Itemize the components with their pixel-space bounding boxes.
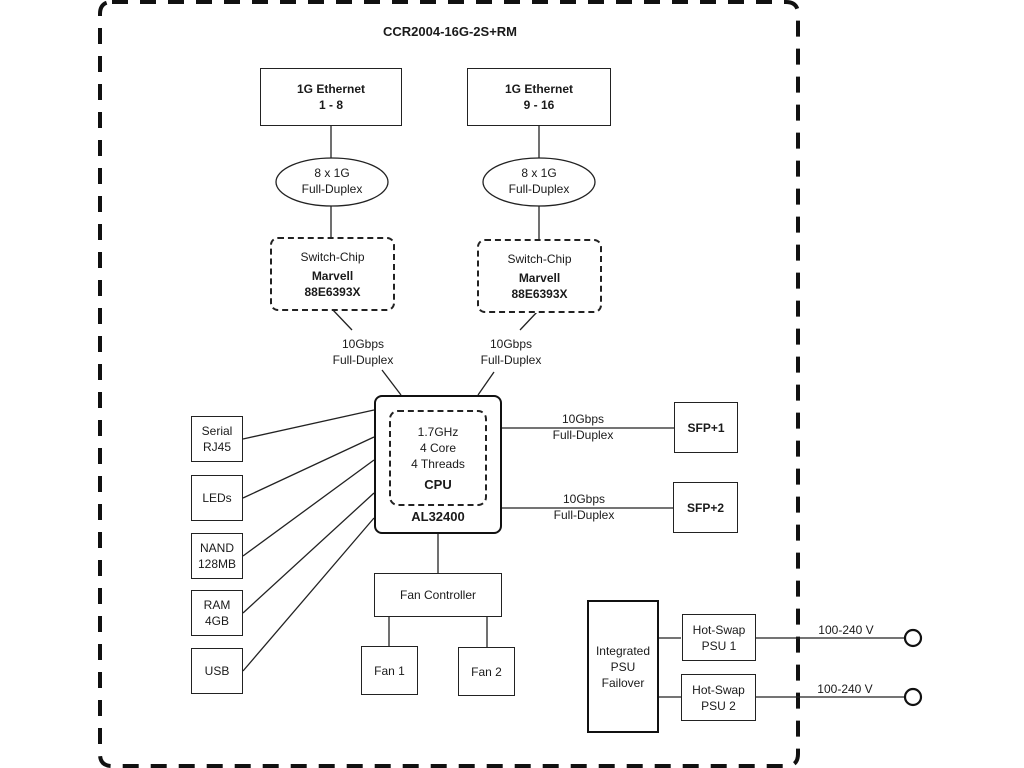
peripheral-leds: LEDs (191, 475, 243, 521)
switch-chip-1: Switch-Chip Marvell 88E6393X (270, 237, 395, 311)
ac-input-2-terminal (903, 687, 923, 707)
cpu-core-block: 1.7GHz 4 Core 4 Threads CPU (389, 410, 487, 506)
ram-cpu-link (242, 492, 375, 614)
ethernet-1-range: 1 - 8 (318, 98, 343, 112)
ethernet-2-range: 9 - 16 (523, 98, 555, 112)
sfp-plus-1-port: SFP+1 (674, 402, 738, 453)
switch1-cpu-link-top (331, 308, 353, 331)
hot-swap-psu-1: Hot-Swap PSU 1 (682, 614, 756, 661)
switch-chip-2-vendor: Marvell (518, 270, 561, 285)
eth1-link-oval (275, 157, 389, 207)
fan-2: Fan 2 (458, 647, 515, 696)
psu-1-voltage-label: 100-240 V (818, 623, 874, 637)
peripheral-ram: RAM 4GB (191, 590, 243, 636)
nand-cpu-link (242, 459, 375, 557)
sfp2-link-label: 10Gbps Full-Duplex (553, 492, 615, 522)
cpu-frequency: 1.7GHz (417, 424, 459, 439)
switch-chip-1-vendor: Marvell (311, 268, 354, 283)
diagram-title: CCR2004-16G-2S+RM (382, 24, 518, 39)
peripheral-serial-rj45: Serial RJ45 (191, 416, 243, 462)
switch-chip-1-type: Switch-Chip (300, 249, 365, 264)
sfp1-link-label: 10Gbps Full-Duplex (552, 412, 614, 442)
usb-cpu-link (242, 517, 375, 672)
cpu-model: AL32400 (411, 509, 465, 524)
leds-cpu-link (242, 436, 375, 499)
integrated-psu-failover: Integrated PSU Failover (587, 600, 659, 733)
switch-chip-2: Switch-Chip Marvell 88E6393X (477, 239, 602, 313)
switch1-cpu-link-bottom (381, 369, 402, 396)
sfp-plus-2-port: SFP+2 (673, 482, 738, 533)
switch2-cpu-link-bottom (477, 371, 495, 396)
cpu-label: CPU (424, 476, 452, 492)
cpu-threads: 4 Threads (411, 456, 465, 471)
serial-cpu-link (242, 409, 375, 440)
fan-controller: Fan Controller (374, 573, 502, 617)
ethernet-1-8-box: 1G Ethernet 1 - 8 (260, 68, 402, 126)
ethernet-2-label: 1G Ethernet (504, 82, 573, 96)
device-boundary (98, 0, 800, 768)
switch2-cpu-link-top (519, 311, 538, 331)
ethernet-9-16-box: 1G Ethernet 9 - 16 (467, 68, 611, 126)
hot-swap-psu-2: Hot-Swap PSU 2 (681, 674, 756, 721)
peripheral-usb: USB (191, 648, 243, 694)
switch-chip-2-type: Switch-Chip (507, 251, 572, 266)
switch-chip-1-model: 88E6393X (304, 284, 361, 299)
ac-input-1-terminal (903, 628, 923, 648)
switch-1-uplink-label: 10Gbps Full-Duplex (332, 337, 394, 367)
peripheral-nand: NAND 128MB (191, 533, 243, 579)
ethernet-1-label: 1G Ethernet (296, 82, 365, 96)
eth1-link-label: 8 x 1G Full-Duplex (301, 166, 363, 196)
eth2-link-oval (482, 157, 596, 207)
switch-2-uplink-label: 10Gbps Full-Duplex (480, 337, 542, 367)
psu-2-voltage-label: 100-240 V (817, 682, 873, 696)
cpu-package: 1.7GHz 4 Core 4 Threads CPU AL32400 (374, 395, 502, 534)
eth2-link-label: 8 x 1G Full-Duplex (508, 166, 570, 196)
fan-1: Fan 1 (361, 646, 418, 695)
cpu-cores: 4 Core (419, 440, 457, 455)
switch-chip-2-model: 88E6393X (511, 286, 568, 301)
